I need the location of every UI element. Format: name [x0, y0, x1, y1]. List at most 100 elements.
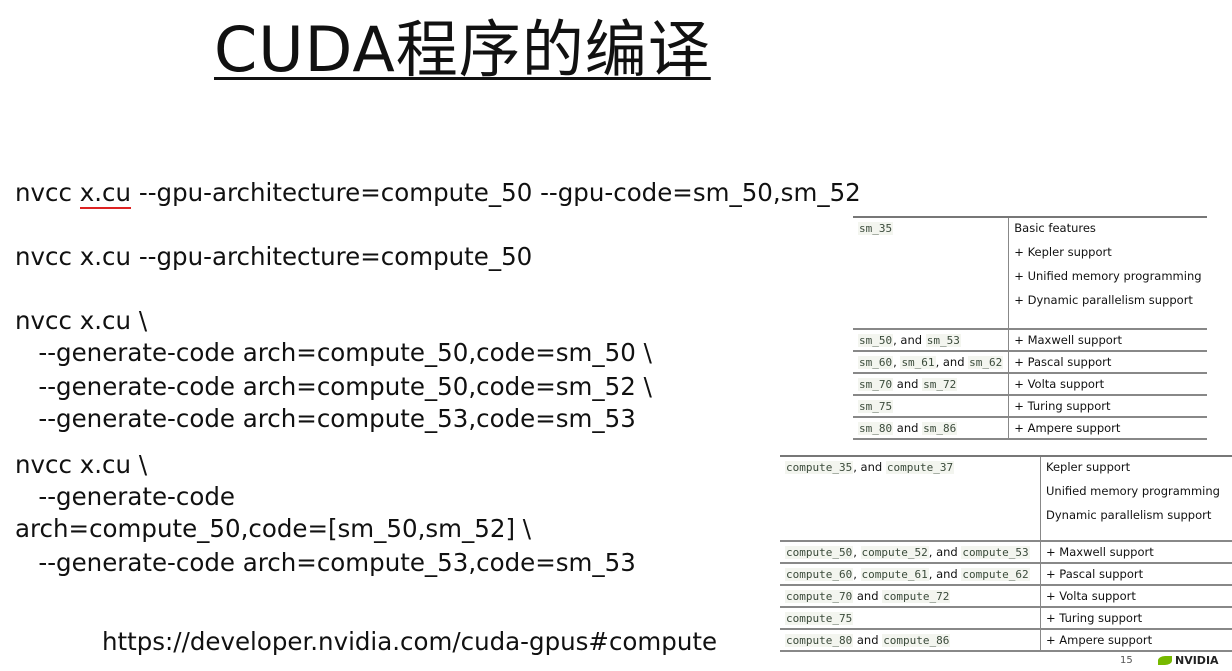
arch-cell: sm_60, sm_61, and sm_62	[853, 350, 1010, 374]
feature-text: + Ampere support	[1014, 421, 1121, 435]
code-token: sm_50	[858, 334, 894, 347]
arch-cell: compute_75	[780, 606, 1041, 630]
feature-cell: + Volta support	[1008, 372, 1207, 396]
feature-cell: + Ampere support	[1008, 416, 1207, 440]
code-token: sm_72	[922, 378, 958, 391]
code-token: sm_60	[858, 356, 894, 369]
cell-text: ,	[853, 545, 861, 559]
code-token: compute_50	[785, 546, 854, 559]
code-token: compute_62	[961, 568, 1030, 581]
feature-cell: + Turing support	[1040, 606, 1232, 630]
code-token: compute_80	[785, 634, 854, 647]
table-row: compute_80 and compute_86 + Ampere suppor…	[780, 628, 1232, 652]
table-row: sm_35 Basic features+ Kepler support+ Uni…	[853, 216, 1207, 330]
feature-text: + Turing support	[1046, 611, 1143, 625]
table-row: sm_75 + Turing support	[853, 394, 1207, 418]
command-line: nvcc x.cu \	[15, 450, 148, 479]
arch-cell: compute_80 and compute_86	[780, 628, 1041, 652]
feature-text: + Turing support	[1014, 399, 1111, 413]
feature-cell: + Turing support	[1008, 394, 1207, 418]
table-row: compute_60, compute_61, and compute_62 + …	[780, 562, 1232, 586]
code-token: compute_70	[785, 590, 854, 603]
table-row: compute_50, compute_52, and compute_53 + …	[780, 540, 1232, 564]
command-line: --generate-code arch=compute_53,code=sm_…	[15, 548, 636, 577]
page-number: 15	[1120, 655, 1133, 666]
feature-cell: + Volta support	[1040, 584, 1232, 608]
code-token: compute_72	[882, 590, 951, 603]
code-token: compute_86	[882, 634, 951, 647]
feature-text: + Volta support	[1046, 589, 1136, 603]
cell-text: , and	[928, 545, 962, 559]
table-row: compute_75 + Turing support	[780, 606, 1232, 630]
code-token: compute_75	[785, 612, 854, 625]
command-text: --gpu-architecture=compute_50 --gpu-code…	[131, 178, 861, 207]
arch-cell: sm_35	[853, 216, 1010, 330]
feature-text: + Maxwell support	[1046, 545, 1154, 559]
feature-text: + Pascal support	[1046, 567, 1144, 581]
command-line: --generate-code arch=compute_53,code=sm_…	[15, 404, 636, 433]
feature-text: + Pascal support	[1014, 355, 1112, 369]
code-token: sm_62	[968, 356, 1004, 369]
cell-text: and	[853, 589, 883, 603]
arch-cell: compute_50, compute_52, and compute_53	[780, 540, 1041, 564]
cell-text: and	[893, 421, 923, 435]
arch-cell: compute_70 and compute_72	[780, 584, 1041, 608]
code-token: sm_75	[858, 400, 894, 413]
logo-text: NVIDIA	[1175, 654, 1219, 667]
cell-text: , and	[928, 567, 962, 581]
feature-cell: + Maxwell support	[1040, 540, 1232, 564]
feature-text: + Maxwell support	[1014, 333, 1123, 347]
table-row: sm_60, sm_61, and sm_62 + Pascal support	[853, 350, 1207, 374]
feature-cell: + Pascal support	[1040, 562, 1232, 586]
command-line: nvcc x.cu --gpu-architecture=compute_50	[15, 242, 533, 271]
code-token: sm_61	[900, 356, 936, 369]
cell-text: and	[853, 633, 883, 647]
code-token: sm_35	[858, 222, 894, 235]
arch-cell: compute_35, and compute_37	[780, 455, 1041, 542]
sm-architecture-table: sm_35 Basic features+ Kepler support+ Uni…	[853, 216, 1207, 440]
command-line: --generate-code arch=compute_50,code=sm_…	[15, 372, 652, 401]
nvidia-logo: NVIDIA	[1158, 654, 1219, 667]
code-token: sm_70	[858, 378, 894, 391]
arch-cell: sm_70 and sm_72	[853, 372, 1010, 396]
feature-text: + Dynamic parallelism support	[1014, 293, 1193, 307]
arch-cell: sm_50, and sm_53	[853, 328, 1010, 352]
code-token: compute_61	[860, 568, 929, 581]
feature-text: Dynamic parallelism support	[1046, 508, 1212, 522]
feature-text: + Ampere support	[1046, 633, 1153, 647]
command-line: --generate-code	[15, 482, 235, 511]
code-token: sm_86	[922, 422, 958, 435]
code-token: sm_53	[925, 334, 961, 347]
table-row: sm_50, and sm_53 + Maxwell support	[853, 328, 1207, 352]
command-line: arch=compute_50,code=[sm_50,sm_52] \	[15, 514, 532, 543]
cell-text: , and	[935, 355, 969, 369]
code-token: sm_80	[858, 422, 894, 435]
feature-text: + Kepler support	[1014, 245, 1112, 259]
command-line: nvcc x.cu --gpu-architecture=compute_50 …	[15, 178, 861, 209]
arch-cell: sm_80 and sm_86	[853, 416, 1010, 440]
cell-text: , and	[893, 333, 926, 347]
table-row: sm_70 and sm_72 + Volta support	[853, 372, 1207, 396]
arch-cell: sm_75	[853, 394, 1010, 418]
cell-text: ,	[853, 567, 861, 581]
arch-cell: compute_60, compute_61, and compute_62	[780, 562, 1041, 586]
feature-text: Unified memory programming	[1046, 484, 1220, 498]
reference-link[interactable]: https://developer.nvidia.com/cuda-gpus#c…	[102, 627, 718, 656]
feature-cell: Basic features+ Kepler support+ Unified …	[1008, 216, 1207, 330]
cell-text: , and	[853, 460, 886, 474]
command-line: nvcc x.cu \	[15, 306, 148, 335]
table-row: compute_70 and compute_72 + Volta support	[780, 584, 1232, 608]
slide-title: CUDA程序的编译	[214, 13, 711, 86]
code-token: compute_37	[885, 461, 955, 474]
command-text: nvcc	[15, 178, 80, 207]
nvidia-eye-icon	[1158, 656, 1172, 665]
cell-text: and	[893, 377, 923, 391]
feature-cell: + Maxwell support	[1008, 328, 1207, 352]
feature-text: Kepler support	[1046, 460, 1131, 474]
code-token: compute_52	[860, 546, 929, 559]
feature-text: + Volta support	[1014, 377, 1105, 391]
table-row: sm_80 and sm_86 + Ampere support	[853, 416, 1207, 440]
code-token: compute_53	[961, 546, 1030, 559]
